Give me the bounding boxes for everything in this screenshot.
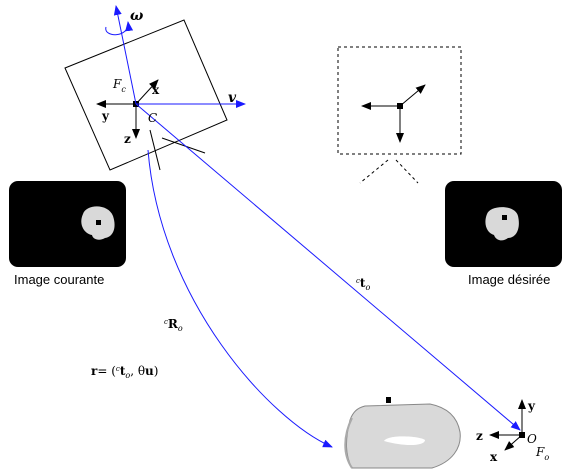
pose-eq: = ( [97, 364, 116, 378]
translation-letter: t [360, 276, 366, 290]
object [344, 397, 461, 469]
current-image-label: Image courante [14, 272, 104, 287]
pose-t: t [120, 364, 126, 378]
object-x-label: x [490, 450, 498, 464]
desired-camera [337, 46, 462, 184]
desired-lens-right [395, 159, 419, 184]
pose-u: u [145, 364, 154, 378]
desired-image-object [485, 207, 519, 241]
camera-body [64, 19, 228, 171]
desired-center-point [397, 103, 403, 109]
camera-y-label: y [101, 109, 110, 123]
camera-center-label: C [148, 111, 157, 125]
pose-comma: , θ [130, 364, 145, 378]
current-image-feature [96, 220, 101, 225]
translation-sub: o [365, 283, 370, 292]
pose-lhs: r [91, 364, 98, 378]
omega-rotation-arrow [105, 21, 134, 36]
translation-label: cto [356, 276, 370, 292]
omega-label: ω [130, 8, 144, 24]
desired-image [445, 181, 562, 267]
camera-lens-left [149, 129, 161, 171]
camera-x-label: x [152, 83, 160, 97]
object-frame-sub: o [544, 453, 549, 462]
rotation-sub: o [178, 324, 183, 333]
pose-close: ) [154, 364, 159, 378]
desired-lens-left [359, 159, 389, 184]
object-y-label: y [527, 399, 536, 413]
object-frame-label: Fo [535, 445, 549, 462]
object-front-face [344, 417, 353, 469]
current-camera [64, 19, 228, 171]
rotation-label: cRo [164, 317, 183, 333]
pose-t-sup: c [116, 365, 120, 373]
desired-camera-body [337, 46, 462, 155]
object-origin-point [519, 432, 525, 438]
object-z-label: z [476, 429, 483, 443]
object-origin-label: O [527, 432, 537, 446]
rotation-letter: R [168, 317, 179, 331]
current-image-frame [9, 181, 126, 267]
camera-frame-sub: c [121, 85, 126, 94]
current-image [9, 181, 126, 267]
camera-lens-right [161, 137, 206, 154]
v-label: v [228, 90, 237, 106]
object-body [346, 403, 461, 469]
translation-sup: c [356, 277, 360, 285]
camera-frame-label: Fc [112, 77, 126, 94]
camera-frame-letter: F [112, 77, 122, 91]
rotation-arrow [147, 149, 333, 448]
object-highlight [384, 436, 425, 446]
object-frame-letter: F [535, 445, 545, 459]
pose-equation: r= (cto, θu) [91, 364, 158, 380]
camera-x-axis [135, 79, 159, 105]
desired-image-feature [502, 215, 507, 220]
rotation-sup: c [164, 318, 168, 326]
object-feature-point [386, 397, 391, 403]
desired-image-label: Image désirée [468, 272, 550, 287]
object-frame-axes [489, 399, 526, 451]
velocity-arrows [105, 5, 521, 448]
camera-z-label: z [124, 132, 131, 146]
translation-arrow [135, 103, 521, 431]
pose-t-sub: o [125, 371, 130, 380]
omega-axis-arrow [113, 5, 137, 105]
desired-x-axis [399, 84, 426, 107]
